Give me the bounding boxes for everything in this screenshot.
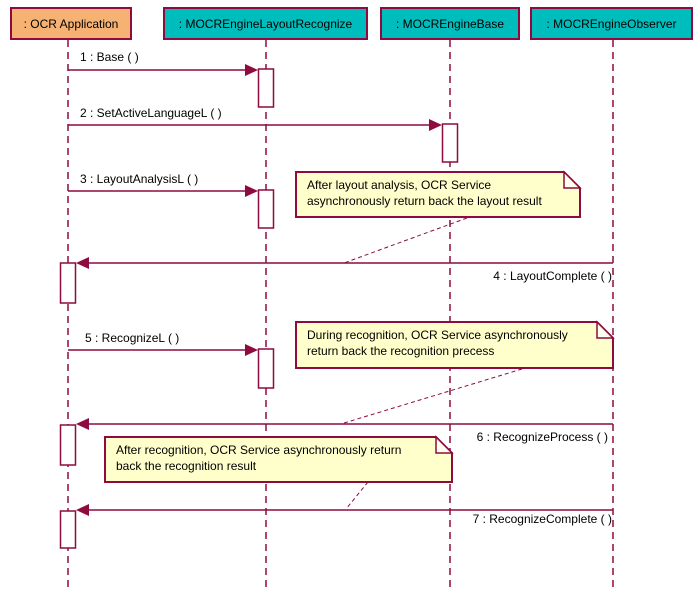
message-4-label: 4 : LayoutComplete ( ) — [493, 269, 612, 283]
message-4-arrow — [76, 257, 613, 269]
activation-layoutrecognize-layoutanalysis — [257, 189, 275, 229]
note-2-text: During recognition, OCR Service asynchro… — [307, 327, 568, 359]
arrowhead-icon — [76, 418, 89, 430]
arrowhead-icon — [429, 119, 442, 131]
actor-box-ocr-application: : OCR Application — [10, 7, 132, 40]
activation-base-setactivelanguage — [441, 123, 459, 163]
note-line: After layout analysis, OCR Service — [307, 178, 492, 192]
note-line: back the recognition result — [116, 459, 257, 473]
message-6-label: 6 : RecognizeProcess ( ) — [476, 430, 608, 444]
note-3-anchor-line — [345, 481, 369, 510]
message-5-label: 5 : RecognizeL ( ) — [85, 331, 180, 345]
actor-label: : MOCREngineBase — [395, 16, 505, 31]
message-1-label: 1 : Base ( ) — [80, 50, 139, 64]
activation-app-recognizecomplete — [59, 510, 77, 549]
note-line: During recognition, OCR Service asynchro… — [307, 328, 568, 342]
note-line: return back the recognition precess — [307, 344, 495, 358]
actor-label: : MOCREngineObserver — [546, 16, 677, 31]
note-1-text: After layout analysis, OCR Service async… — [307, 177, 542, 209]
arrowhead-icon — [76, 257, 89, 269]
actor-label: : OCR Application — [23, 16, 119, 31]
actor-box-mocrengine-observer: : MOCREngineObserver — [530, 7, 693, 40]
arrowhead-icon — [76, 504, 89, 516]
note-1-shape — [295, 170, 582, 218]
message-3-arrow — [68, 185, 258, 197]
actor-box-mocrengine-layoutrecognize: : MOCREngineLayoutRecognize — [163, 7, 368, 40]
message-7-label: 7 : RecognizeComplete ( ) — [472, 512, 612, 526]
message-2-label: 2 : SetActiveLanguageL ( ) — [80, 106, 222, 120]
message-6-arrow — [76, 418, 613, 430]
activation-app-recognizeprocess — [59, 424, 77, 466]
activation-layoutrecognize-recognize — [257, 348, 275, 389]
arrowhead-icon — [245, 344, 258, 356]
note-line: asynchronously return back the layout re… — [307, 194, 542, 208]
arrowhead-icon — [245, 185, 258, 197]
note-2-anchor-line — [343, 368, 523, 424]
activation-app-layoutcomplete — [59, 262, 77, 304]
message-1-arrow — [68, 64, 258, 76]
note-body — [295, 321, 614, 369]
message-5-arrow — [68, 344, 258, 356]
activation-layoutrecognize-base — [257, 68, 275, 108]
note-1-anchor-line — [343, 217, 468, 264]
message-7-arrow — [76, 504, 613, 516]
actor-label: : MOCREngineLayoutRecognize — [178, 16, 353, 31]
actor-box-mocrengine-base: : MOCREngineBase — [380, 7, 520, 40]
note-line: After recognition, OCR Service asynchron… — [116, 443, 402, 457]
note-body — [295, 171, 581, 218]
note-fold-icon — [596, 320, 615, 339]
note-fold-icon — [563, 170, 582, 189]
message-2-arrow — [68, 119, 442, 131]
note-3-shape — [104, 435, 454, 483]
note-body — [104, 436, 453, 483]
note-3-text: After recognition, OCR Service asynchron… — [116, 442, 401, 474]
note-2-shape — [295, 320, 615, 369]
arrowhead-icon — [245, 64, 258, 76]
note-fold-icon — [435, 435, 454, 454]
message-3-label: 3 : LayoutAnalysisL ( ) — [80, 172, 199, 186]
